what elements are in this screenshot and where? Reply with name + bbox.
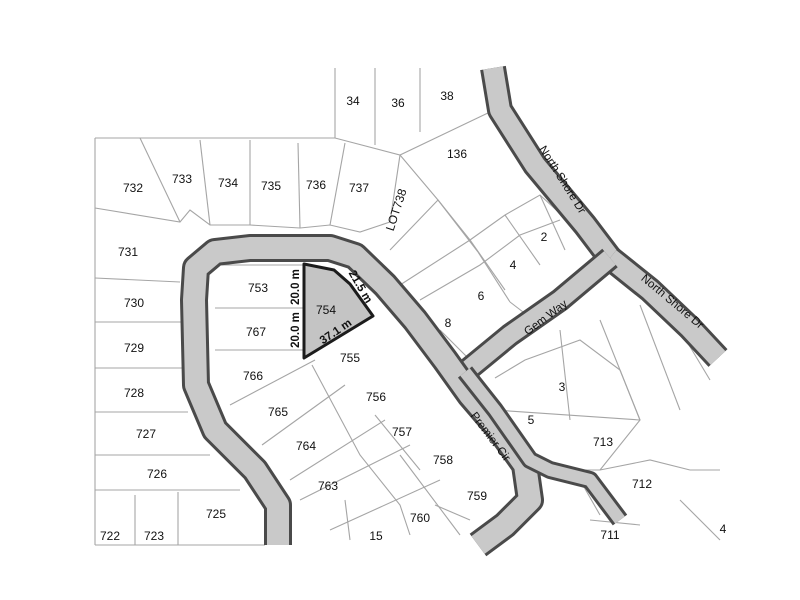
lot-label[interactable]: 136 [447, 147, 467, 161]
lot-label[interactable]: 712 [632, 477, 652, 491]
lot-label[interactable]: 754 [316, 303, 336, 317]
lot-label[interactable]: 760 [410, 511, 430, 525]
lot-label[interactable]: 8 [445, 316, 452, 330]
lot-label[interactable]: 765 [268, 405, 288, 419]
lot-label[interactable]: 727 [136, 427, 156, 441]
lot-label[interactable]: 733 [172, 172, 192, 186]
lot-label[interactable]: 3 [559, 380, 566, 394]
lot-label[interactable]: LOT738 [383, 187, 410, 233]
lot-label[interactable]: 757 [392, 425, 412, 439]
lot-label[interactable]: 729 [124, 341, 144, 355]
lot-label[interactable]: 731 [118, 245, 138, 259]
dimension-label-top-left: 20.0 m [290, 269, 302, 305]
lot-label[interactable]: 711 [600, 528, 619, 542]
lot-label[interactable]: 2 [541, 230, 548, 244]
lot-label[interactable]: 728 [124, 386, 144, 400]
lot-label[interactable]: 737 [349, 181, 369, 195]
lot-label[interactable]: 36 [391, 96, 405, 110]
lot-label[interactable]: 15 [369, 529, 383, 543]
lot-label[interactable]: 4 [720, 522, 727, 536]
lot-label[interactable]: 767 [246, 325, 266, 339]
lot-label[interactable]: 4 [510, 258, 517, 272]
lot-label[interactable]: 5 [528, 413, 535, 427]
lot-label[interactable]: 735 [261, 179, 281, 193]
lot-label[interactable]: 756 [366, 390, 386, 404]
lot-754-highlight[interactable] [302, 262, 375, 360]
lot-label[interactable]: 732 [123, 181, 143, 195]
lot-label[interactable]: 764 [296, 439, 316, 453]
lot-label[interactable]: 766 [243, 369, 263, 383]
lot-label[interactable]: 725 [206, 507, 226, 521]
lot-label[interactable]: 6 [478, 289, 485, 303]
lot-label[interactable]: 730 [124, 296, 144, 310]
lot-label[interactable]: 758 [433, 453, 453, 467]
dimension-label-left: 20.0 m [290, 312, 302, 348]
lot-label[interactable]: 713 [593, 435, 613, 449]
lot-label[interactable]: 723 [144, 529, 164, 543]
lot-label[interactable]: 759 [467, 489, 487, 503]
lot-label[interactable]: 755 [340, 351, 360, 365]
roads [180, 65, 728, 557]
lot-label[interactable]: 753 [248, 281, 268, 295]
lot-labels: 34 36 38 136 732 733 734 735 736 737 LOT… [100, 89, 727, 543]
lot-label[interactable]: 763 [318, 479, 338, 493]
lot-label[interactable]: 34 [346, 94, 360, 108]
lot-label[interactable]: 722 [100, 529, 120, 543]
lot-label[interactable]: 38 [440, 89, 454, 103]
lot-label[interactable]: 726 [147, 467, 167, 481]
lot-label[interactable]: 734 [218, 176, 238, 190]
lot-label[interactable]: 736 [306, 178, 326, 192]
